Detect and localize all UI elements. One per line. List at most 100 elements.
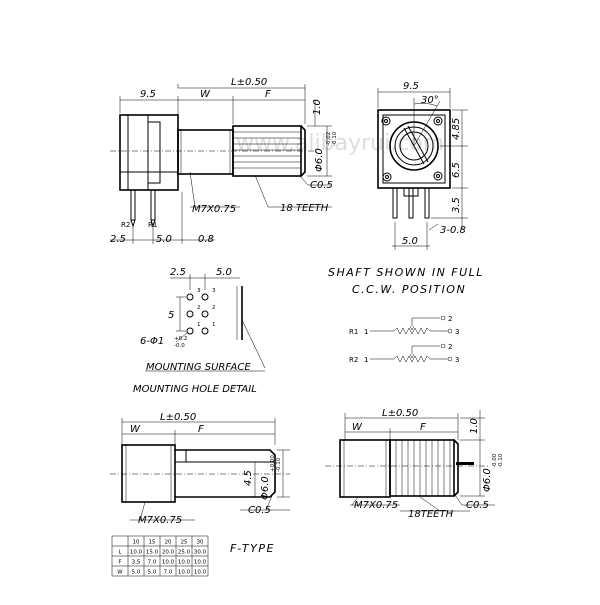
table-cell: 10.0 bbox=[178, 570, 191, 576]
dim-l: L±0.50 bbox=[231, 77, 267, 88]
resistor-schematic: R1 1 2 3 R2 1 2 3 bbox=[349, 315, 459, 364]
hole-tol-bot: -0.0 bbox=[174, 343, 185, 349]
table-cell: 5.0 bbox=[132, 570, 141, 576]
side-view: 9.5 W L±0.50 F 1.0 Φ6.0 -0.02 -0.10 C0.5… bbox=[110, 77, 338, 245]
hole bbox=[186, 293, 194, 301]
mount-hole-bl bbox=[382, 172, 392, 182]
table-cell: 25.0 bbox=[178, 550, 191, 556]
svg-text:2: 2 bbox=[212, 305, 216, 311]
mounting-surface-label: MOUNTING SURFACE bbox=[146, 362, 251, 373]
knurl-tol-bot: -0.10 bbox=[498, 453, 504, 468]
table-cell: 5.0 bbox=[148, 570, 157, 576]
table-cell: 7.0 bbox=[164, 570, 173, 576]
schematic-r1-label: R1 bbox=[349, 328, 358, 336]
pin-r2 bbox=[130, 189, 136, 221]
table-cell: 20.0 bbox=[162, 550, 175, 556]
hole bbox=[186, 310, 194, 318]
table-cell: 30.0 bbox=[194, 550, 207, 556]
front-angle: 30° bbox=[421, 95, 439, 106]
dim-f: F bbox=[265, 89, 271, 100]
svg-text:3: 3 bbox=[212, 288, 216, 294]
table-cell: W bbox=[117, 570, 123, 576]
dim-2-5: 2.5 bbox=[110, 234, 126, 245]
knurl-shaft bbox=[389, 439, 455, 497]
table-cell: 10.0 bbox=[130, 550, 143, 556]
table-cell: 7.0 bbox=[148, 560, 157, 566]
teeth-label: 18 TEETH bbox=[280, 203, 329, 214]
knurl-dim-1-0: 1.0 bbox=[469, 418, 480, 434]
table-header-cell: 10 bbox=[133, 540, 140, 546]
ftype-bushing bbox=[121, 444, 176, 503]
table-cell: 10.0 bbox=[194, 570, 207, 576]
ftype-caption: F-TYPE bbox=[230, 542, 275, 555]
knurl-bushing bbox=[339, 439, 391, 498]
svg-text:2: 2 bbox=[448, 343, 452, 351]
knurl-dim-f: F bbox=[420, 422, 426, 433]
dim-w: W bbox=[200, 89, 211, 100]
pin-r1 bbox=[150, 189, 156, 221]
knurl-teeth: 18TEETH bbox=[408, 509, 454, 520]
dim-1-0: 1.0 bbox=[312, 99, 323, 115]
dim-9-5: 9.5 bbox=[140, 89, 156, 100]
knurl-dim-shaft: Φ6.0 bbox=[482, 468, 493, 492]
hole bbox=[201, 293, 209, 301]
front-dim-9-5: 9.5 bbox=[403, 81, 419, 92]
hole-tol-top: +0.2 bbox=[174, 336, 187, 342]
ftype-dim-l: L±0.50 bbox=[160, 412, 196, 423]
hole-count-label: 6-Φ1 bbox=[140, 336, 164, 347]
svg-text:3: 3 bbox=[197, 288, 201, 294]
dim-shaft-dia: Φ6.0 bbox=[314, 148, 325, 172]
schematic-r2-label: R2 bbox=[349, 356, 358, 364]
knurl-thread: M7X0.75 bbox=[354, 500, 398, 511]
ftype-chamfer: C0.5 bbox=[248, 505, 271, 516]
table-cell: L bbox=[118, 550, 122, 556]
mount-hole-tr bbox=[433, 116, 443, 126]
table-cell: F bbox=[118, 560, 121, 566]
table-cell: 10.0 bbox=[178, 560, 191, 566]
svg-text:1: 1 bbox=[364, 356, 368, 364]
svg-text:3: 3 bbox=[455, 356, 459, 364]
hole bbox=[201, 310, 209, 318]
table-header-cell: 25 bbox=[181, 540, 188, 546]
front-dim-3-0-8: 3-0.8 bbox=[440, 225, 466, 236]
hole-dim-2-5: 2.5 bbox=[170, 267, 186, 278]
f-type-view: L±0.50 W F 4.5 Φ6.0 +0.00 -0.10 C0.5 M7X… bbox=[110, 412, 290, 555]
svg-text:1: 1 bbox=[197, 322, 201, 328]
dim-shaft-tol-bot: -0.10 bbox=[332, 131, 338, 146]
hole bbox=[186, 327, 194, 335]
dim-shaft-tol-top: -0.02 bbox=[326, 132, 332, 146]
mount-hole-tl bbox=[381, 116, 391, 126]
ftype-thread: M7X0.75 bbox=[138, 515, 182, 526]
knurl-shaft-view: L±0.50 W F 1.0 Φ6.0 -0.00 bbox=[325, 408, 504, 520]
front-dim-6-5: 6.5 bbox=[451, 162, 462, 178]
table-cell: 10.0 bbox=[162, 560, 175, 566]
mount-hole-br bbox=[433, 171, 443, 181]
knurl-chamfer: C0.5 bbox=[466, 500, 489, 511]
front-view: 9.5 30° 4.85 6.5 3.5 3-0.8 5.0 bbox=[377, 81, 468, 250]
knurl-dim-w: W bbox=[352, 422, 363, 433]
knurl-slot bbox=[456, 462, 474, 465]
side-view-body bbox=[119, 114, 179, 191]
hole bbox=[201, 327, 209, 335]
pin-r2-label: R2 bbox=[121, 221, 130, 229]
watermark-text: www.alibayrui.com bbox=[236, 131, 444, 156]
front-dim-5-0: 5.0 bbox=[402, 236, 418, 247]
side-view-bushing bbox=[177, 129, 234, 175]
table-header-cell: 15 bbox=[149, 540, 156, 546]
hole-dim-5-0: 5.0 bbox=[216, 267, 232, 278]
svg-text:1: 1 bbox=[364, 328, 368, 336]
svg-text:3: 3 bbox=[455, 328, 459, 336]
knurl-dim-l: L±0.50 bbox=[382, 408, 418, 419]
ftype-tol-top: +0.00 bbox=[270, 455, 276, 472]
ftype-dim-f: F bbox=[198, 424, 204, 435]
front-dim-3-5: 3.5 bbox=[451, 197, 462, 213]
ftype-dim-4-5: 4.5 bbox=[243, 470, 254, 486]
knurl-tol-top: -0.00 bbox=[492, 453, 498, 468]
table-cell: 10.0 bbox=[194, 560, 207, 566]
front-dim-4-85: 4.85 bbox=[451, 118, 462, 140]
mounting-hole-caption: MOUNTING HOLE DETAIL bbox=[133, 384, 257, 395]
shaft-note-line2: C.C.W. POSITION bbox=[352, 283, 466, 296]
